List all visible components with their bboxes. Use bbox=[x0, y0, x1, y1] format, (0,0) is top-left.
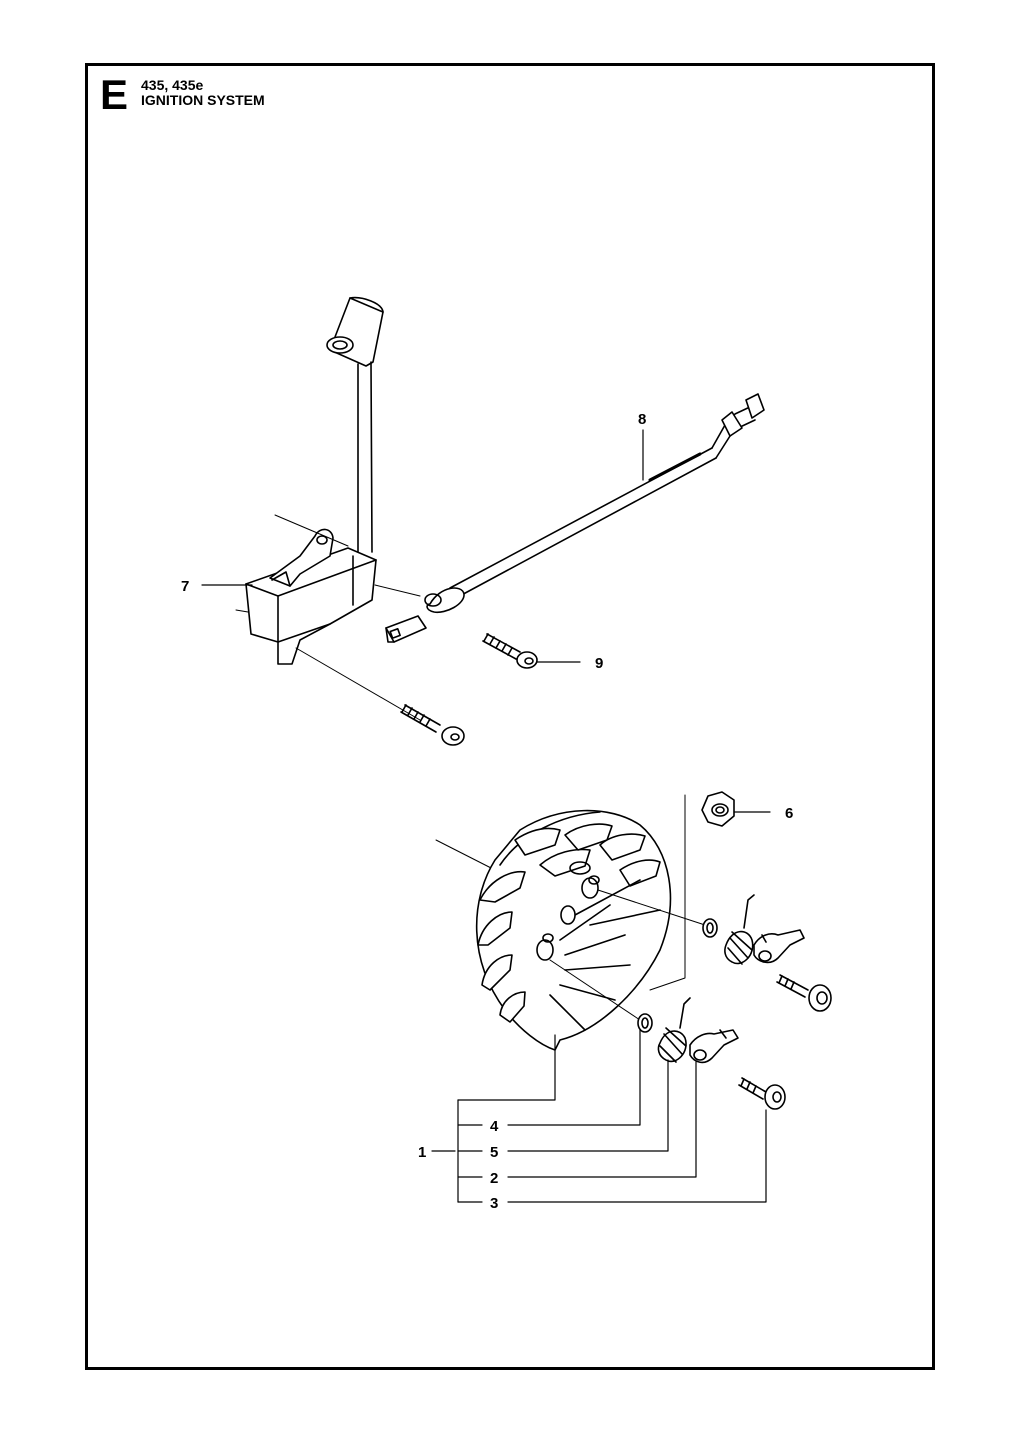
model-label: 435, 435e bbox=[141, 77, 204, 93]
screw-9 bbox=[482, 633, 538, 669]
callout-3: 3 bbox=[490, 1195, 498, 1212]
callout-4: 4 bbox=[490, 1118, 499, 1135]
leader-lines bbox=[201, 429, 771, 1203]
flywheel bbox=[435, 794, 706, 1051]
screw-module-lower bbox=[400, 704, 465, 746]
callout-7: 7 bbox=[181, 578, 189, 595]
callout-labels: 7 8 9 6 1 4 5 2 3 bbox=[181, 411, 793, 1212]
page-frame bbox=[85, 63, 935, 1370]
callout-9: 9 bbox=[595, 655, 603, 672]
callout-2: 2 bbox=[490, 1170, 498, 1187]
pawl-set-lower bbox=[637, 997, 786, 1110]
callout-6: 6 bbox=[785, 805, 793, 822]
pawl-set-upper bbox=[702, 894, 832, 1012]
section-title: IGNITION SYSTEM bbox=[141, 92, 265, 108]
short-circuit-cable bbox=[385, 393, 765, 643]
callout-1: 1 bbox=[418, 1144, 426, 1161]
nut-6 bbox=[701, 791, 735, 827]
callout-8: 8 bbox=[638, 411, 646, 428]
ignition-module bbox=[235, 296, 421, 721]
section-letter: E bbox=[100, 71, 129, 118]
callout-5: 5 bbox=[490, 1144, 498, 1161]
